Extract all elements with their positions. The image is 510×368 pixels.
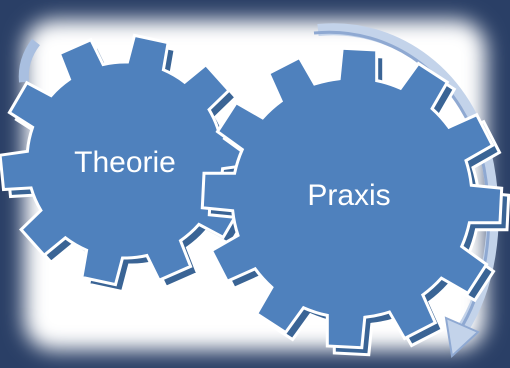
gear-theorie-label: Theorie bbox=[74, 146, 176, 179]
gear-praxis-label: Praxis bbox=[307, 179, 390, 212]
gear-praxis-body bbox=[200, 46, 504, 350]
gear-theorie-body bbox=[0, 33, 252, 287]
gear-theorie: Theorie bbox=[0, 33, 259, 294]
gear-praxis: Praxis bbox=[200, 46, 510, 357]
cycle-arrow-left bbox=[18, 38, 41, 83]
